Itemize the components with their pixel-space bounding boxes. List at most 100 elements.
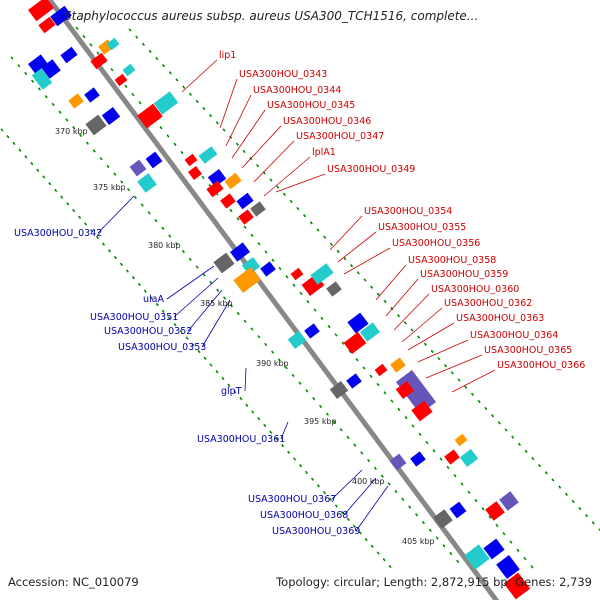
tick-dot <box>585 514 589 518</box>
tick-dot <box>578 506 582 511</box>
gene-block <box>459 448 479 468</box>
tick-dot <box>127 187 131 192</box>
leader-line <box>187 289 223 332</box>
gene-label-reverse: USA300HOU_0367 <box>248 494 336 505</box>
leader-line <box>329 215 363 251</box>
gene-block <box>238 209 254 225</box>
tick-dot <box>90 229 94 233</box>
tick-dot <box>350 264 354 268</box>
tick-dot <box>167 316 171 320</box>
tick-dot <box>444 364 448 368</box>
tick-dot <box>428 528 432 532</box>
tick-dot <box>137 282 141 287</box>
tick-dot <box>316 484 321 488</box>
gene-label-forward: USA300HOU_0360 <box>431 284 519 295</box>
tick-dot <box>58 110 62 114</box>
tick-dot <box>380 474 384 478</box>
tick-dot <box>72 208 76 213</box>
tick-dot <box>24 71 28 76</box>
tick-dot <box>24 155 28 159</box>
leader-line <box>253 140 295 183</box>
gene-block <box>360 322 380 342</box>
leader-line <box>275 173 326 193</box>
gene-block <box>213 252 235 274</box>
tick-dot <box>387 482 391 486</box>
gene-label-reverse: ulaA <box>143 294 164 305</box>
tick-dot <box>147 211 151 215</box>
topology-text: Topology: circular; Length: 2,872,915 bp… <box>276 575 592 589</box>
tick-dot <box>197 349 201 354</box>
tick-dot <box>360 451 364 455</box>
tick-dot <box>303 214 307 218</box>
tick-dot <box>394 489 398 494</box>
gene-block <box>206 180 224 198</box>
gene-features <box>28 0 531 600</box>
gene-block <box>236 192 254 210</box>
tick-dot <box>264 342 268 347</box>
gene-block <box>122 63 136 77</box>
tick-dot <box>65 118 69 122</box>
gene-block <box>28 0 54 22</box>
accession-text: Accession: NC_010079 <box>8 575 139 589</box>
tick-dot <box>544 471 548 475</box>
gene-label-forward: USA300HOU_0365 <box>484 345 572 356</box>
tick-dot <box>516 548 520 552</box>
tick-dot <box>334 333 338 337</box>
gene-block <box>129 159 147 177</box>
tick-dot <box>99 156 103 161</box>
leader-line <box>173 277 219 318</box>
tick-dot <box>376 551 380 555</box>
gene-block <box>444 449 460 465</box>
gene-block <box>411 400 433 422</box>
tick-dot <box>373 466 377 471</box>
gene-block <box>90 52 108 70</box>
tick-dot <box>243 319 247 323</box>
tick-dot <box>119 262 123 266</box>
leader-line <box>343 247 391 275</box>
tick-dot <box>358 531 362 535</box>
tick-dot <box>143 289 147 293</box>
tick-dot <box>149 296 153 300</box>
gene-block <box>230 242 250 262</box>
gene-block <box>496 554 520 580</box>
tick-dot <box>457 378 461 382</box>
tick-dot <box>162 64 166 68</box>
tick-dot <box>411 424 415 428</box>
tick-dot <box>481 507 485 511</box>
tick-dot <box>161 309 165 313</box>
tick-dot <box>168 71 172 75</box>
gene-block <box>207 168 227 188</box>
gene-block <box>310 263 334 285</box>
tick-dot <box>173 323 177 327</box>
gene-block <box>184 153 198 167</box>
tick-dot <box>323 235 327 239</box>
gene-block <box>101 106 121 126</box>
gene-block <box>485 501 505 521</box>
gene-label-forward: USA300HOU_0347 <box>296 131 384 142</box>
kbp-tick-label: 390 kbp <box>256 359 289 368</box>
tick-dot <box>312 397 316 401</box>
tick-dot <box>474 498 478 503</box>
gene-block <box>106 37 120 51</box>
gene-label-forward: lip1 <box>219 50 236 61</box>
map-title: Staphylococcus aureus subsp. aureus USA3… <box>64 9 479 23</box>
tick-dot <box>124 84 128 88</box>
tick-dot <box>159 126 163 130</box>
gene-block <box>410 451 426 467</box>
tick-dot <box>257 417 261 421</box>
tick-dot <box>421 520 425 525</box>
tick-dot <box>390 306 394 311</box>
gene-block <box>198 146 218 164</box>
leader-line <box>425 354 483 379</box>
gene-label-forward: USA300HOU_0345 <box>267 100 355 111</box>
tick-dot <box>446 465 450 470</box>
tick-dot <box>456 559 460 563</box>
gene-block <box>374 363 388 377</box>
tick-dot <box>195 99 199 104</box>
leader-line <box>417 339 469 363</box>
tick-dot <box>403 321 407 325</box>
tick-dot <box>277 358 281 362</box>
tick-dot <box>551 478 555 482</box>
tick-dot <box>298 381 302 385</box>
